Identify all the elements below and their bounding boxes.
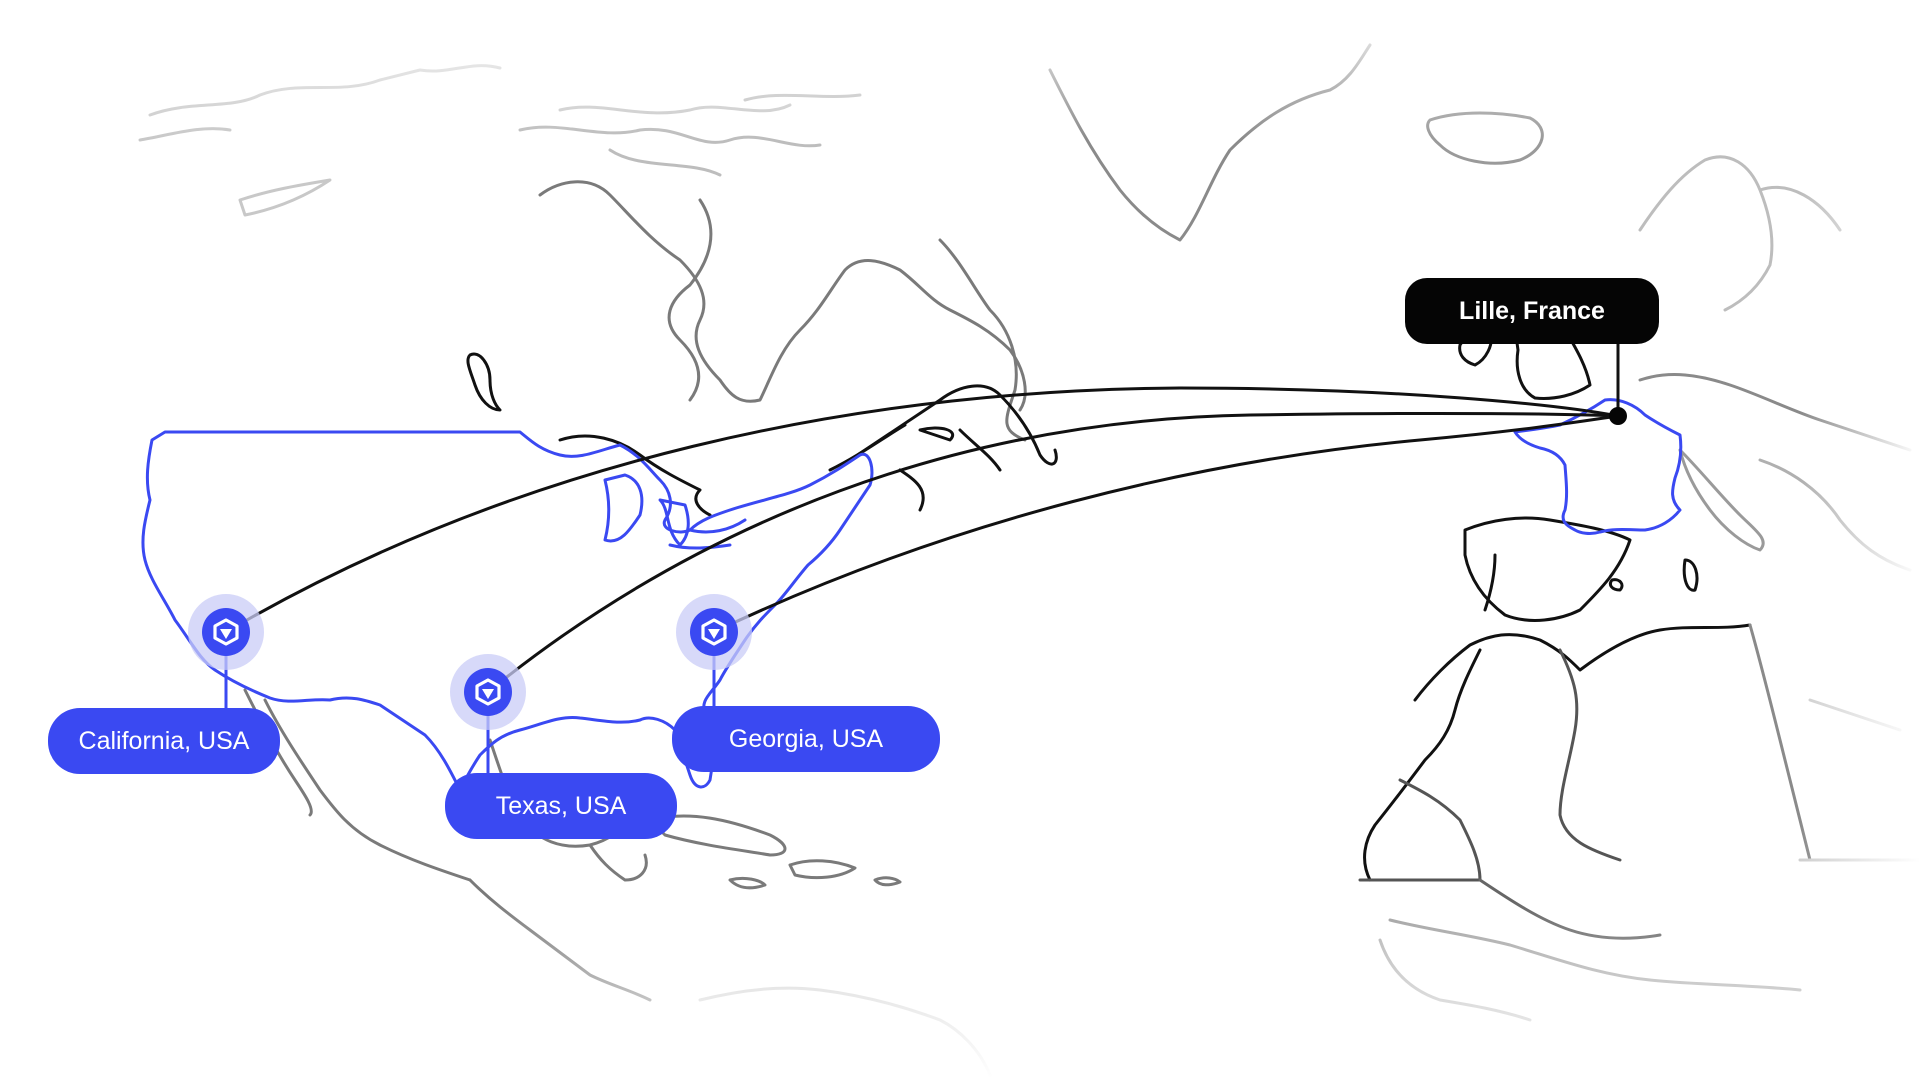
mexico-west — [263, 698, 472, 882]
label-lille-text: Lille, France — [1459, 296, 1605, 325]
labrador-coast — [938, 238, 1027, 442]
label-georgia-text: Georgia, USA — [728, 724, 884, 753]
iberia — [1463, 516, 1632, 622]
label-georgia[interactable]: Georgia, USA — [672, 706, 940, 772]
provider-logo-icon — [701, 618, 727, 646]
italy — [1678, 448, 1765, 552]
france-outline — [1513, 398, 1683, 535]
canada-north — [538, 180, 1027, 412]
north-africa-coast — [1413, 623, 1752, 702]
usa-outline — [141, 430, 874, 792]
route-georgia-lille — [712, 414, 1620, 634]
label-california-text: California, USA — [78, 726, 250, 755]
maritimes — [848, 384, 1058, 512]
puerto-rico — [873, 876, 902, 887]
fade-left — [0, 0, 120, 1080]
highlighted-countries — [141, 398, 1683, 792]
hudson-bay — [667, 198, 713, 402]
morocco — [1363, 648, 1482, 882]
label-texas-text: Texas, USA — [495, 791, 627, 820]
great-lakes — [603, 473, 747, 550]
route-texas-lille — [486, 411, 1620, 694]
marker-california[interactable] — [188, 594, 264, 670]
route-lines — [224, 386, 1620, 694]
lake-winnipeg — [466, 352, 502, 412]
jamaica — [728, 876, 767, 890]
cuba — [648, 814, 787, 857]
provider-logo-icon — [213, 618, 239, 646]
yucatan — [588, 843, 648, 882]
label-california[interactable]: California, USA — [48, 708, 280, 774]
fade-top — [0, 0, 1920, 140]
corsica-sardinia — [1608, 558, 1699, 592]
label-texas[interactable]: Texas, USA — [445, 773, 677, 839]
hispaniola — [788, 859, 857, 880]
fade-right — [1800, 0, 1920, 1080]
mauritania — [1358, 778, 1482, 882]
label-lille[interactable]: Lille, France — [1405, 278, 1659, 344]
gulf-st-lawrence — [828, 423, 954, 472]
fade-bottom — [0, 900, 1920, 1080]
marker-georgia[interactable] — [676, 594, 752, 670]
algeria-border — [1558, 648, 1622, 862]
provider-logo-icon — [475, 678, 501, 706]
location-dot-icon[interactable] — [1609, 407, 1627, 425]
route-california-lille — [224, 386, 1620, 634]
marker-texas[interactable] — [450, 654, 526, 730]
great-lakes-dark — [558, 434, 712, 517]
